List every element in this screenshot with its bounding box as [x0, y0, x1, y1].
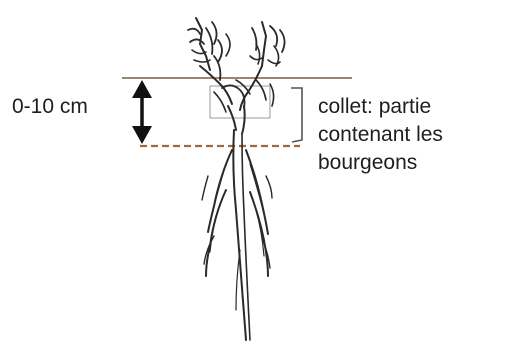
- collet-label-line-1: collet: partie: [318, 93, 443, 121]
- plant-root-illustration: [188, 18, 285, 340]
- collet-label-line-2: contenant les: [318, 121, 443, 149]
- collet-annotation: collet: partie contenant les bourgeons: [318, 93, 443, 177]
- collet-label-line-3: bourgeons: [318, 149, 443, 177]
- depth-range-label: 0-10 cm: [12, 95, 88, 119]
- double-arrow-icon: [132, 80, 152, 144]
- bracket-icon: [291, 88, 302, 142]
